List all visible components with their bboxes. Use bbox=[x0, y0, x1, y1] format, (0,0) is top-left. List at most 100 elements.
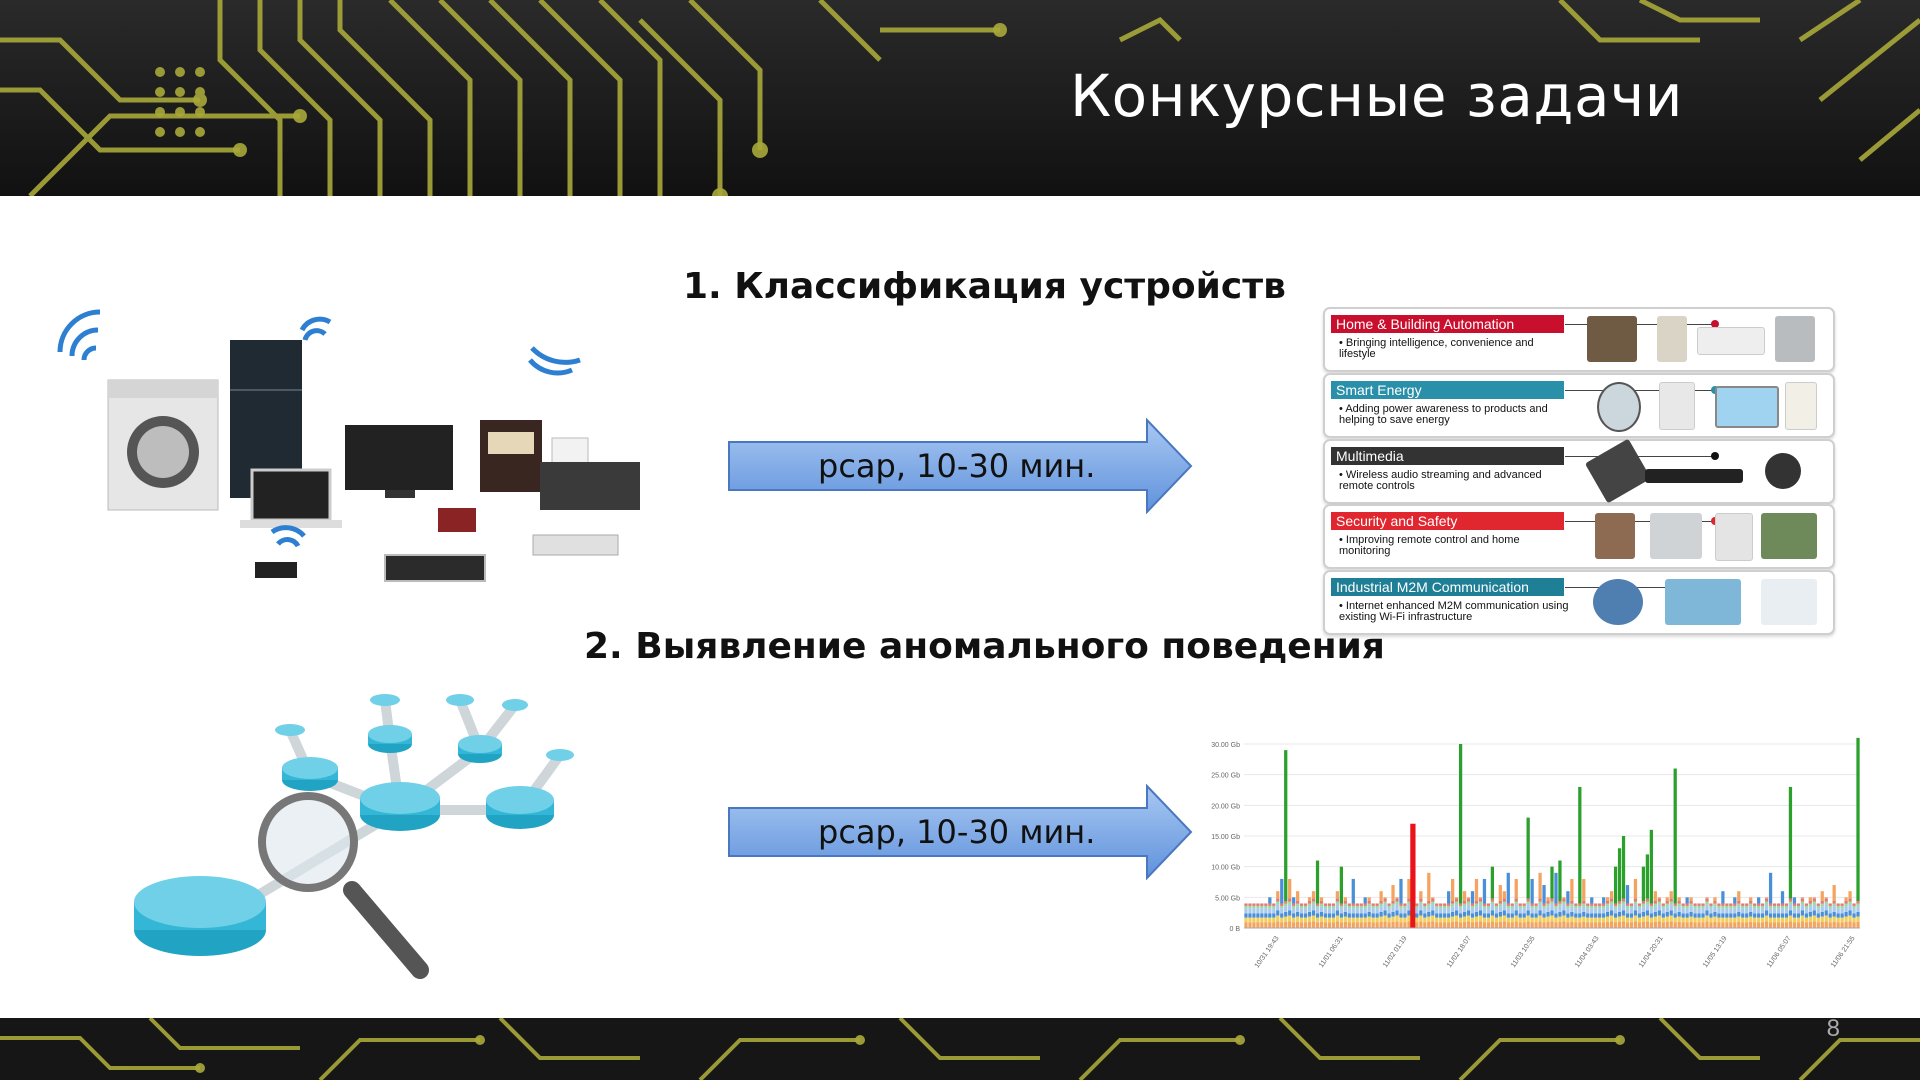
traffic-bar-segment bbox=[1661, 917, 1665, 923]
traffic-bar-segment bbox=[1617, 921, 1622, 928]
traffic-bar-segment bbox=[1800, 904, 1805, 911]
traffic-bar-segment bbox=[1276, 901, 1280, 905]
x-tick-label: 11/02 18:07 bbox=[1446, 935, 1473, 969]
traffic-bar-segment bbox=[1542, 903, 1546, 906]
traffic-bar-segment bbox=[1617, 848, 1622, 902]
traffic-bar-segment bbox=[1458, 922, 1463, 928]
traffic-bar-segment bbox=[1725, 922, 1729, 928]
traffic-bar-segment bbox=[1796, 903, 1801, 906]
circuit-pattern-bottom bbox=[0, 1018, 1920, 1080]
traffic-bar-segment bbox=[1458, 744, 1463, 904]
traffic-bar-segment bbox=[1594, 908, 1598, 914]
traffic-bar-segment bbox=[1677, 911, 1681, 917]
traffic-bar-segment bbox=[1856, 921, 1860, 928]
traffic-bar-segment bbox=[1733, 905, 1737, 909]
traffic-bar-segment bbox=[1633, 904, 1638, 911]
traffic-bar-segment bbox=[1697, 903, 1701, 906]
traffic-bar-segment bbox=[1403, 905, 1407, 909]
traffic-bar-segment bbox=[1454, 897, 1459, 899]
traffic-bar-segment bbox=[1494, 903, 1498, 906]
traffic-bar-segment bbox=[1681, 917, 1685, 923]
traffic-bar-segment bbox=[1534, 908, 1538, 914]
traffic-bar-segment bbox=[1363, 905, 1367, 909]
traffic-bar-segment bbox=[1757, 903, 1761, 906]
traffic-bar-segment bbox=[1741, 922, 1745, 928]
traffic-bar-segment bbox=[1506, 903, 1510, 906]
traffic-bar-segment bbox=[1685, 922, 1689, 928]
traffic-bar-segment bbox=[1602, 908, 1606, 914]
traffic-bar-segment bbox=[1343, 901, 1347, 904]
traffic-bar-segment bbox=[1462, 921, 1467, 928]
traffic-bar-segment bbox=[1812, 898, 1816, 902]
category-dot bbox=[1711, 452, 1719, 460]
traffic-bar-segment bbox=[1319, 897, 1324, 902]
traffic-bar-segment bbox=[1391, 911, 1395, 917]
traffic-bar-segment bbox=[1574, 913, 1578, 918]
traffic-bar-segment bbox=[1629, 922, 1634, 928]
traffic-bar-segment bbox=[1641, 866, 1646, 902]
traffic-bar-segment bbox=[1641, 901, 1646, 904]
traffic-bar-segment bbox=[1784, 903, 1789, 906]
traffic-bar-segment bbox=[1451, 911, 1455, 917]
traffic-bar-segment bbox=[1447, 917, 1451, 923]
traffic-bar-segment bbox=[1578, 917, 1582, 923]
traffic-bar-segment bbox=[1454, 921, 1459, 928]
traffic-bar-segment bbox=[1776, 917, 1781, 923]
traffic-bar-segment bbox=[1462, 901, 1467, 904]
traffic-bar-segment bbox=[1697, 908, 1701, 914]
traffic-bar-segment bbox=[1407, 904, 1411, 911]
traffic-bar-segment bbox=[1693, 913, 1697, 918]
traffic-bar-segment bbox=[1780, 905, 1785, 909]
traffic-bar-segment bbox=[1244, 913, 1248, 918]
traffic-bar-segment bbox=[1419, 904, 1423, 911]
traffic-bar-segment bbox=[1502, 921, 1506, 928]
traffic-bar-segment bbox=[1566, 905, 1570, 909]
traffic-bar-segment bbox=[1653, 903, 1657, 907]
traffic-bar-segment bbox=[1820, 901, 1824, 904]
traffic-bar-segment bbox=[1284, 911, 1288, 917]
traffic-bar-segment bbox=[1335, 891, 1340, 899]
traffic-bar-segment bbox=[1729, 922, 1733, 928]
traffic-bar-segment bbox=[1578, 905, 1582, 909]
traffic-bar-segment bbox=[1510, 908, 1514, 914]
traffic-bar-segment bbox=[1427, 911, 1431, 917]
traffic-bar-segment bbox=[1753, 917, 1757, 923]
traffic-bar-segment bbox=[1323, 903, 1328, 906]
traffic-bar-segment bbox=[1339, 922, 1343, 928]
traffic-bar-segment bbox=[1689, 906, 1693, 912]
monitor-icon bbox=[345, 425, 453, 498]
traffic-bar-segment bbox=[1804, 917, 1808, 923]
traffic-bar-segment bbox=[1570, 921, 1574, 928]
traffic-bar-segment bbox=[1439, 922, 1443, 928]
traffic-bar-segment bbox=[1423, 917, 1427, 923]
traffic-bar-segment bbox=[1574, 917, 1578, 923]
traffic-bar-segment bbox=[1526, 898, 1530, 902]
traffic-bar-segment bbox=[1737, 911, 1741, 917]
traffic-bar-segment bbox=[1375, 908, 1379, 914]
traffic-bar-segment bbox=[1582, 906, 1586, 912]
traffic-bar-segment bbox=[1331, 913, 1336, 918]
traffic-bar-segment bbox=[1490, 898, 1495, 902]
tablet-icon bbox=[384, 554, 486, 582]
traffic-bar-segment bbox=[1375, 922, 1379, 928]
traffic-bar-segment bbox=[1490, 901, 1495, 905]
traffic-bar-segment bbox=[1339, 913, 1343, 918]
traffic-bar-segment bbox=[1447, 922, 1451, 928]
traffic-bar-segment bbox=[1804, 903, 1808, 906]
traffic-bar-segment bbox=[1554, 908, 1558, 914]
traffic-bar-segment bbox=[1538, 898, 1542, 902]
traffic-bar-segment bbox=[1494, 922, 1498, 928]
traffic-bar-segment bbox=[1609, 904, 1614, 911]
category-panel-home-automation: Home & Building Automation Bringing inte… bbox=[1323, 307, 1835, 372]
traffic-bar-segment bbox=[1443, 905, 1447, 909]
traffic-bar-segment bbox=[1379, 901, 1383, 904]
traffic-bar-segment bbox=[1669, 898, 1673, 902]
traffic-bar-segment bbox=[1693, 922, 1697, 928]
traffic-bar-segment bbox=[1427, 916, 1431, 922]
traffic-bar-segment bbox=[1840, 905, 1844, 909]
traffic-bar-segment bbox=[1808, 903, 1812, 907]
traffic-bar-segment bbox=[1852, 922, 1856, 928]
traffic-bar-segment bbox=[1844, 921, 1848, 928]
traffic-bar-segment bbox=[1299, 908, 1304, 914]
traffic-bar-segment bbox=[1280, 903, 1284, 906]
